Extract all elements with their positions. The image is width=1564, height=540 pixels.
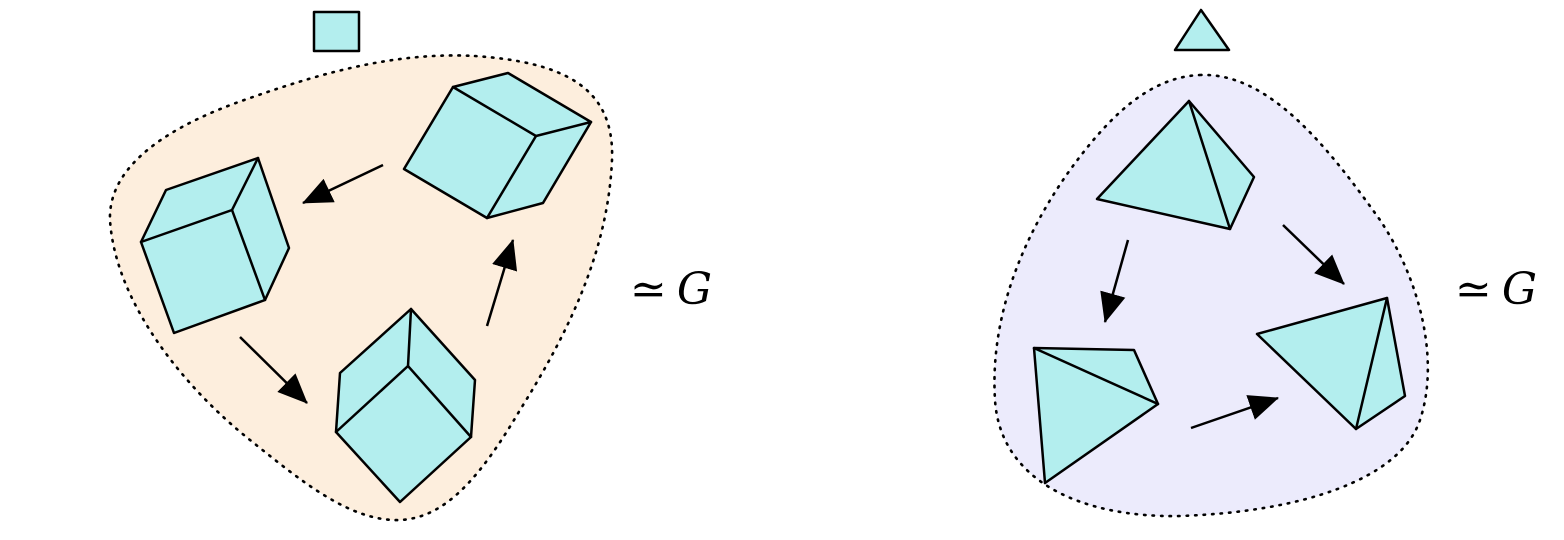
arrow-bottom-to-top	[485, 239, 518, 327]
tetrahedron-top	[1095, 99, 1256, 231]
tetrahedron-right	[1255, 296, 1407, 431]
arrow-top-to-right	[1282, 224, 1345, 285]
tetrahedron-bottom-left	[1032, 346, 1160, 485]
right-group-label: ≃G	[1455, 268, 1537, 312]
right-panel	[993, 8, 1430, 518]
arrow-top-to-bottom-left	[1100, 239, 1130, 323]
square-glyph	[312, 10, 361, 53]
arrow-bottom-left-to-right	[1190, 395, 1279, 430]
left-group-letter: G	[676, 264, 713, 315]
left-panel	[108, 10, 614, 522]
cube-top-right	[402, 71, 593, 220]
triangle-glyph	[1173, 8, 1231, 52]
left-isomorphism-symbol: ≃	[630, 264, 667, 315]
left-group-label: ≃G	[630, 268, 712, 312]
arrow-top-to-left	[302, 163, 384, 205]
right-isomorphism-symbol: ≃	[1455, 264, 1492, 315]
right-group-letter: G	[1501, 264, 1538, 315]
cube-bottom	[334, 307, 477, 504]
arrow-left-to-bottom	[239, 336, 308, 404]
cube-left	[139, 156, 291, 335]
